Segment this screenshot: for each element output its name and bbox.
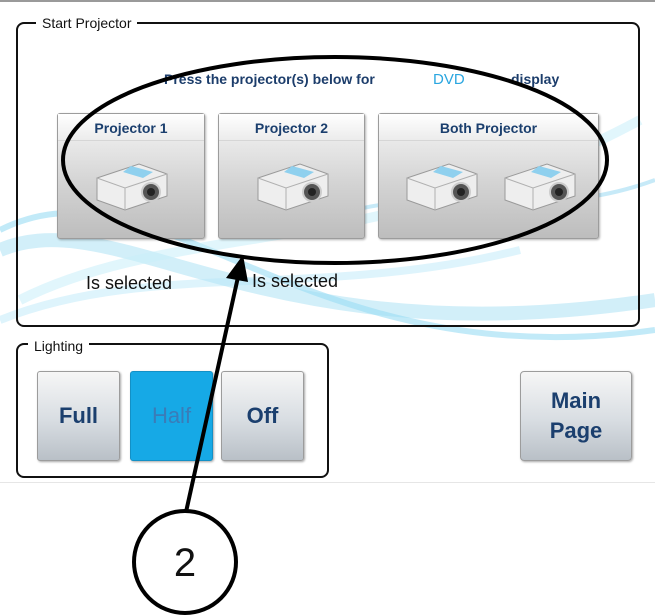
- lighting-group: [16, 343, 329, 478]
- lighting-off-button[interactable]: Off: [221, 371, 304, 461]
- projector-icon: [96, 163, 168, 211]
- start-projector-legend: Start Projector: [36, 15, 138, 31]
- main-page-line2: Page: [549, 418, 603, 443]
- both-projector-label: Both Projector: [439, 120, 538, 136]
- main-page-line1: Main: [550, 388, 602, 413]
- lighting-half-button[interactable]: Half: [130, 371, 213, 461]
- projector-icon: [257, 163, 329, 211]
- instruction-text: Press the projector(s) below for: [164, 71, 375, 87]
- both-projector-button[interactable]: Both Projector: [378, 113, 599, 239]
- projector-2-button[interactable]: Projector 2: [218, 113, 365, 239]
- main-page-button[interactable]: Main Page: [520, 371, 632, 461]
- lighting-full-button[interactable]: Full: [37, 371, 120, 461]
- instruction-suffix: display: [511, 71, 560, 87]
- projector-1-label: Projector 1: [94, 120, 168, 136]
- callout-number: 2: [173, 540, 197, 585]
- projector-icon: [406, 163, 478, 211]
- projector-2-label: Projector 2: [254, 120, 329, 136]
- source-label: DVD: [433, 71, 465, 88]
- projector-icon: [504, 163, 576, 211]
- projector-2-status: Is selected: [252, 271, 339, 291]
- projector-1-status: Is selected: [86, 273, 173, 293]
- lighting-legend: Lighting: [28, 338, 90, 354]
- start-projector-group: [16, 22, 640, 327]
- top-border: [0, 0, 655, 2]
- projector-1-button[interactable]: Projector 1: [57, 113, 205, 239]
